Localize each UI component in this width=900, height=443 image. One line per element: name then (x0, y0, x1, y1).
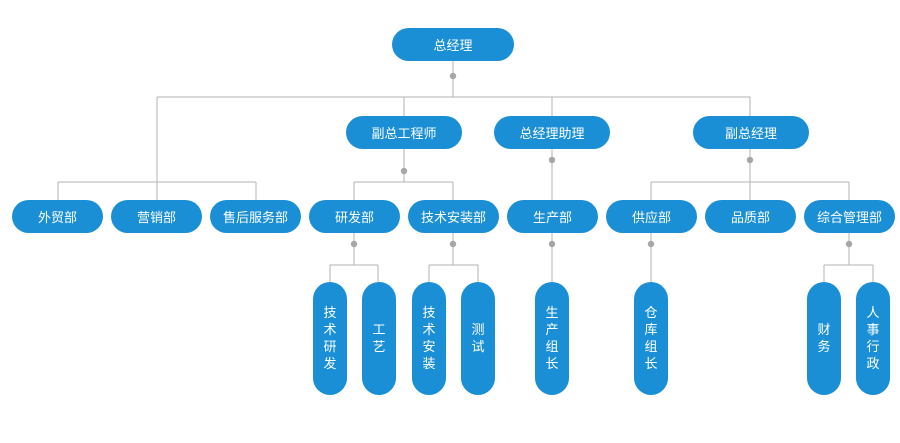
node-hr-admin[interactable]: 人事行政 (856, 282, 890, 395)
connector-dot (647, 240, 655, 248)
node-finance[interactable]: 财务 (807, 282, 841, 395)
connector-dot (449, 240, 457, 248)
connector-dot (350, 240, 358, 248)
node-admin-mgmt[interactable]: 综合管理部 (804, 200, 895, 233)
node-foreign-trade[interactable]: 外贸部 (12, 200, 103, 233)
node-rnd[interactable]: 研发部 (309, 200, 400, 233)
node-quality[interactable]: 品质部 (705, 200, 796, 233)
node-marketing[interactable]: 营销部 (111, 200, 202, 233)
connector-dot (548, 240, 556, 248)
node-deputy-gm[interactable]: 副总经理 (693, 116, 809, 149)
node-tech-rnd[interactable]: 技术研发 (313, 282, 347, 395)
node-tech-install-team[interactable]: 技术安装 (412, 282, 446, 395)
connector-dot (449, 72, 457, 80)
node-gm[interactable]: 总经理 (392, 28, 514, 61)
node-gm-assistant[interactable]: 总经理助理 (494, 116, 610, 149)
node-process[interactable]: 工艺 (362, 282, 396, 395)
node-production-lead[interactable]: 生产组长 (535, 282, 569, 395)
node-after-sales[interactable]: 售后服务部 (210, 200, 301, 233)
node-tech-install-dept[interactable]: 技术安装部 (408, 200, 499, 233)
node-warehouse-lead[interactable]: 仓库组长 (634, 282, 668, 395)
connector-dot (400, 167, 408, 175)
connector-dot (548, 156, 556, 164)
node-production[interactable]: 生产部 (507, 200, 598, 233)
connector-dot (845, 240, 853, 248)
node-deputy-chief-engineer[interactable]: 副总工程师 (346, 116, 462, 149)
node-testing[interactable]: 测试 (461, 282, 495, 395)
node-supply[interactable]: 供应部 (606, 200, 697, 233)
connector-dot (746, 156, 754, 164)
